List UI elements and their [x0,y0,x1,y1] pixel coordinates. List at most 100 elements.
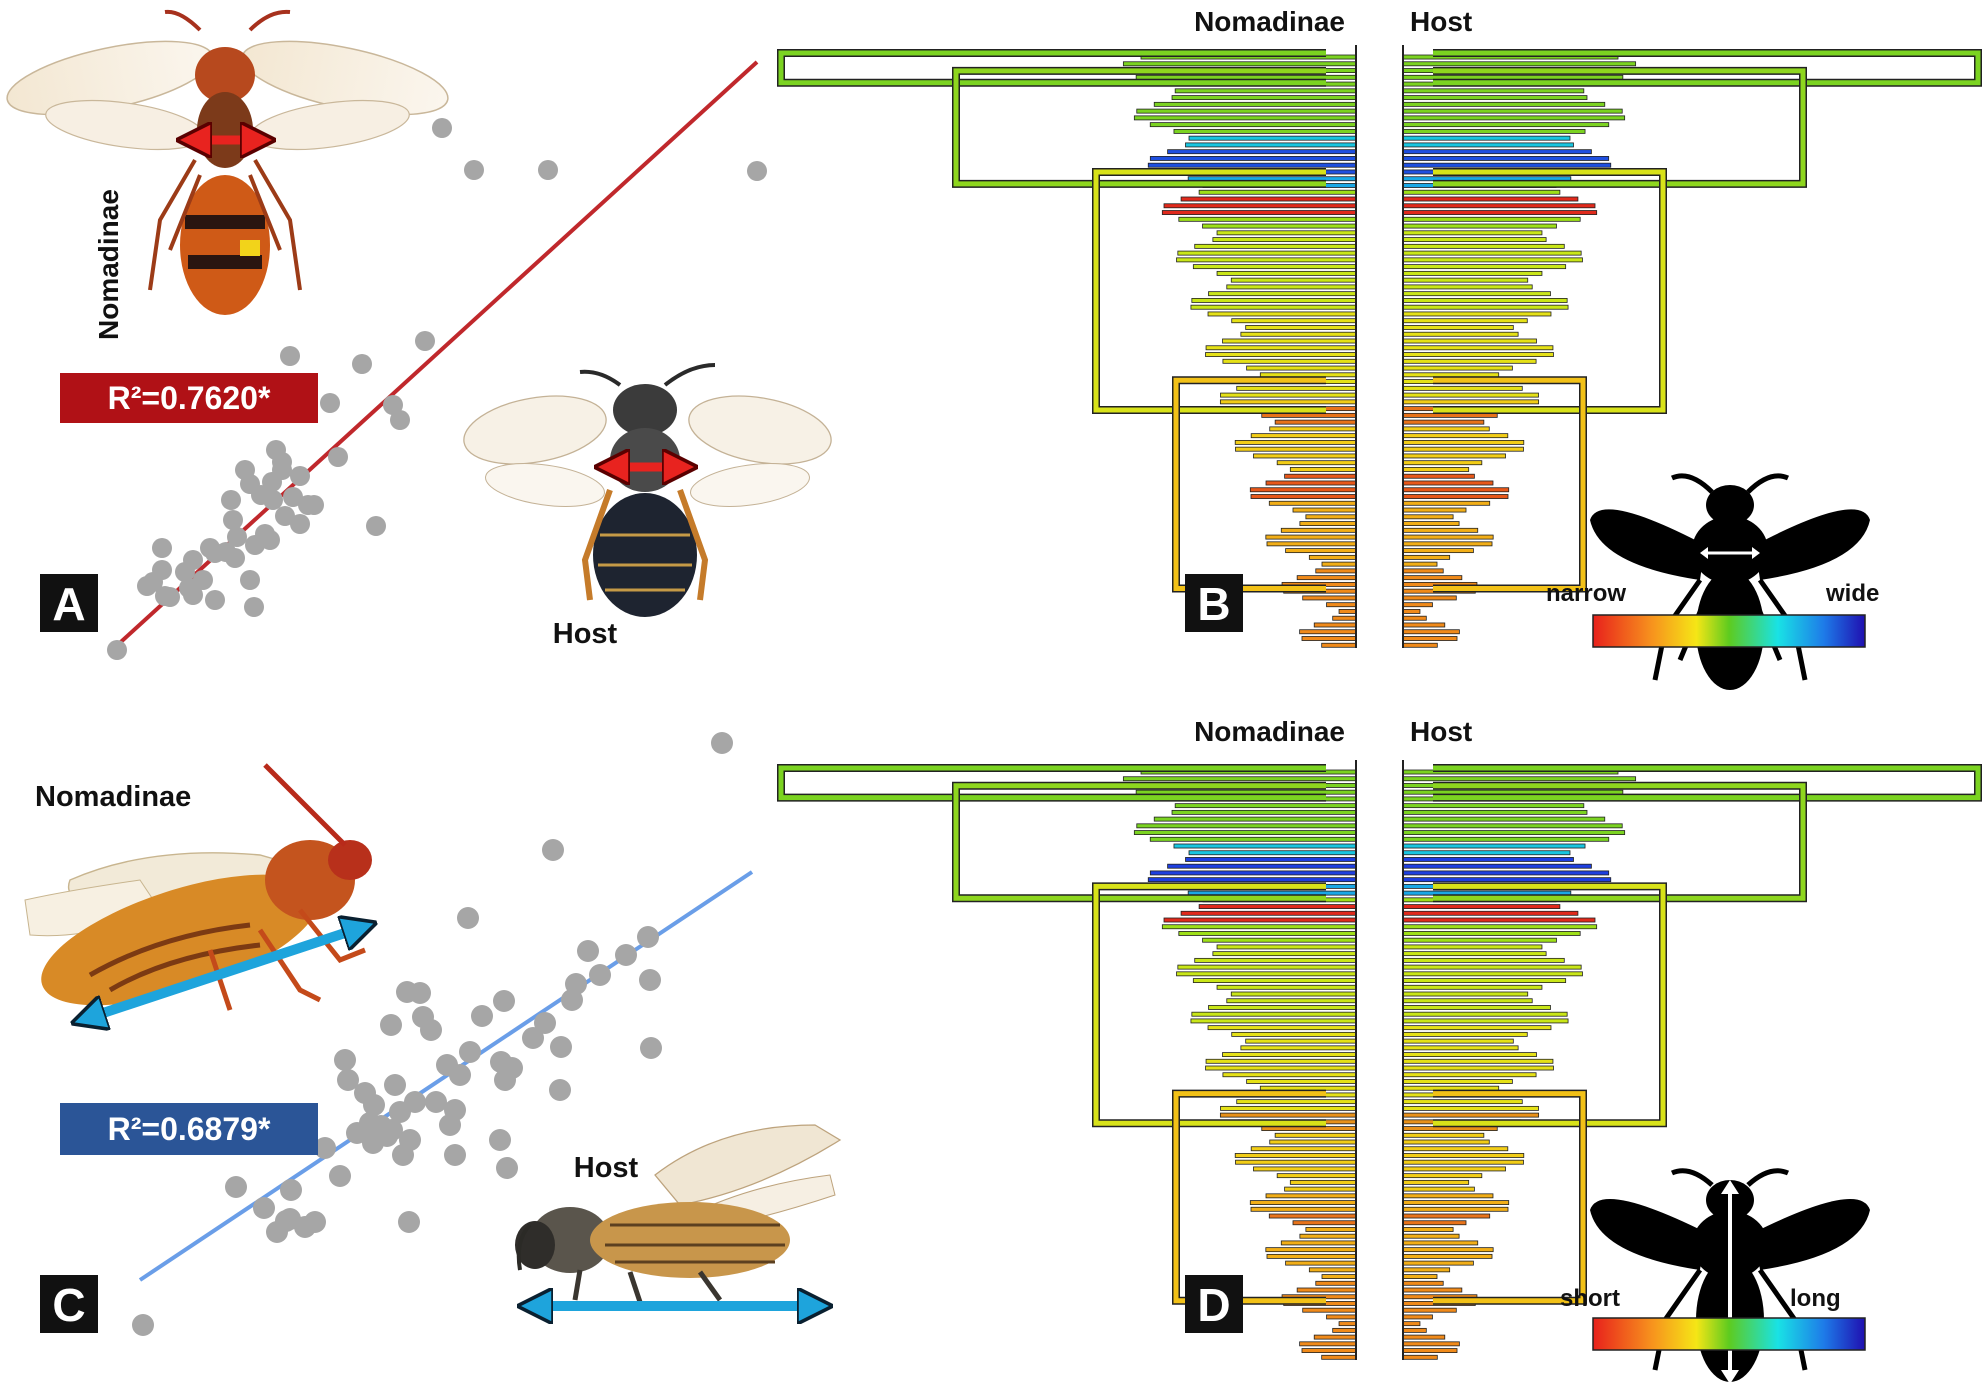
tree-branch [1226,998,1357,1004]
tree-branch [1402,95,1588,101]
tree-branch [1171,809,1357,815]
tree-branch [1402,304,1569,310]
tree-branch [1402,1220,1467,1226]
tree-branch [1289,467,1357,472]
tree-branch [1402,135,1571,141]
tree-branch [1266,1253,1357,1259]
scatter-point [216,542,236,562]
tree-branch [1402,352,1554,357]
tree-branch [1301,1348,1357,1353]
tree-branch [1402,1253,1493,1259]
scatter-point [280,1179,302,1201]
scatter-point [155,586,175,606]
panel-letter-a: A [52,578,85,630]
tree-branch [1246,365,1357,371]
tree-branch [1216,270,1357,276]
scatter-point [425,1091,447,1113]
tree-branch [1402,1314,1433,1320]
tree-branch [1163,203,1357,209]
tree-branch [1402,1227,1454,1232]
tree-branch [1402,1287,1463,1293]
tree-branch [1402,877,1612,883]
tree-branch [1402,1327,1427,1333]
scatter-point [420,1019,442,1041]
tree-branch [1292,1220,1357,1226]
tree-branch [1402,776,1637,782]
tree-branch [1253,453,1357,459]
scatter-point [392,1144,414,1166]
tree-branch [1402,568,1444,574]
tree-branch [1402,910,1579,916]
nomadinae-label-c: Nomadinae [35,781,191,813]
tree-branch [1326,602,1357,608]
tree-branch [1402,1173,1483,1179]
scatter-point [432,118,452,138]
scatter-point [314,1137,336,1159]
scatter-point [444,1144,466,1166]
tree-right-label-b: Host [1410,6,1472,37]
tree-branch [1205,1065,1357,1071]
tree-branch [1402,1072,1537,1078]
scatter-point [205,590,225,610]
tree-branch [1122,776,1357,782]
tree-branch [1402,575,1463,581]
tree-branch [1402,101,1606,107]
scatter-point [152,538,172,558]
tree-branch [1402,270,1543,276]
tree-branch [1402,128,1586,134]
tree-clade-outline [1173,1091,1326,1304]
scatter-point [522,1027,544,1049]
scatter-point [542,839,564,861]
tree-branch [1219,1112,1357,1118]
scatter-point [132,1314,154,1336]
wasp-lateral-icon [24,763,372,1032]
tree-branch [1402,149,1592,155]
tree-branch [1268,1213,1357,1219]
tree-branch [1402,803,1585,809]
tree-branch [1234,439,1357,445]
panel-c: Nomadinae R²=0.6879* Host C [24,732,842,1336]
r2-badge-c [60,1103,318,1155]
tree-clade-outline [953,68,1326,187]
scatter-point [328,447,348,467]
tree-branch [1402,1354,1438,1360]
tree-clade-outline [1173,377,1326,591]
tree-branch [1269,1139,1357,1145]
tree-branch [1402,944,1543,950]
tree-branch [1308,1267,1357,1273]
tree-branch [1402,1280,1444,1286]
tree-branch [1265,534,1357,540]
tree-branch [1402,216,1581,222]
scatter-point [639,969,661,991]
tree-branch [1274,1132,1357,1138]
tree-branch [1402,830,1626,835]
tree-branch [1305,514,1357,520]
tree-branch [1402,1038,1514,1044]
tree-branch [1230,991,1357,997]
tree-branch [1402,1260,1474,1266]
tree-branch [1226,284,1357,290]
tree-branch [1402,473,1475,479]
tree-branch [1402,385,1523,391]
tree-branch [1167,863,1357,869]
tree-clade-outline [778,50,1326,86]
tree-branch [1402,548,1474,554]
tree-branch [1402,1307,1457,1313]
tree-branch [1402,971,1583,977]
panel-letter-d: D [1197,1279,1230,1331]
tree-branch [1402,1193,1494,1199]
scatter-point [262,472,282,492]
scatter-point [235,460,255,480]
tree-branch [1268,500,1357,506]
tree-branch [1136,823,1357,829]
tree-branch [1245,1038,1357,1044]
tree-branch [1402,439,1525,445]
tree-branch [1402,1206,1509,1212]
scatter-point [179,578,199,598]
tree-branch [1285,548,1357,554]
tree-branch [1191,1011,1357,1017]
tree-branch [1402,203,1596,209]
scatter-point [363,1094,385,1116]
tree-branch [1234,1153,1357,1158]
r2-text-a: R²=0.7620* [108,380,271,416]
